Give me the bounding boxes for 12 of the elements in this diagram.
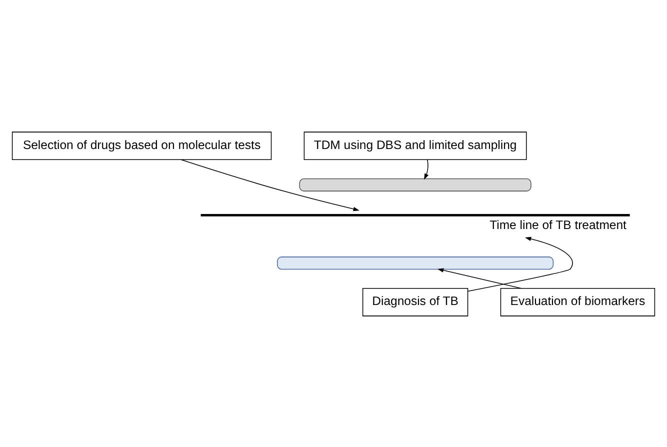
node-box: TDM using DBS and limited sampling bbox=[304, 131, 527, 160]
arrow bbox=[437, 268, 522, 288]
node-box: Evaluation of biomarkers bbox=[500, 287, 656, 316]
node-box: Selection of drugs based on molecular tests bbox=[12, 131, 272, 160]
node-label: Time line of TB treatment bbox=[490, 218, 626, 232]
arrow bbox=[180, 158, 360, 211]
arrow bbox=[424, 158, 429, 180]
node-box: Diagnosis of TB bbox=[362, 287, 468, 316]
node-bar bbox=[299, 178, 532, 191]
arrow bbox=[468, 236, 573, 292]
node-bar bbox=[277, 256, 554, 270]
node-line bbox=[200, 214, 630, 216]
